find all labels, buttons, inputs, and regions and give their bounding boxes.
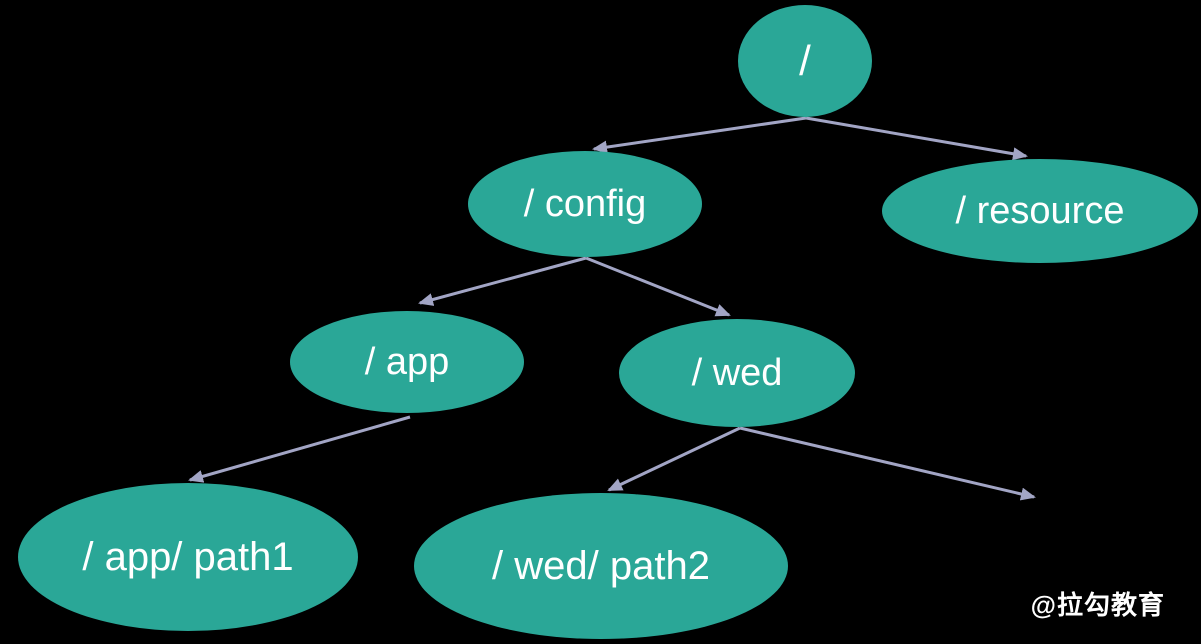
node-app: / app [290, 311, 524, 413]
node-resource: / resource [882, 159, 1198, 263]
node-wed-path2-label: / wed/ path2 [492, 543, 710, 588]
watermark: @拉勾教育 [1030, 590, 1165, 620]
node-app-path1: / app/ path1 [18, 483, 358, 631]
node-wed-path2: / wed/ path2 [414, 493, 788, 639]
node-app-path1-label: / app/ path1 [82, 534, 294, 579]
edge-config-app [418, 256, 587, 306]
edge-wed-path2 [607, 426, 741, 492]
node-config: / config [468, 151, 702, 257]
edge-root-config [592, 116, 807, 154]
node-config-label: / config [523, 182, 647, 225]
node-root-label: / [799, 37, 811, 84]
edge-root-resource [805, 116, 1028, 161]
node-resource-label: / resource [955, 189, 1125, 232]
node-wed: / wed [619, 319, 855, 427]
node-root: / [738, 5, 872, 117]
edge-config-wed [585, 256, 731, 317]
node-app-label: / app [364, 340, 450, 383]
node-wed-label: / wed [691, 351, 783, 394]
edge-app-path1 [188, 415, 411, 483]
edge-wed-offscreen [739, 426, 1036, 501]
